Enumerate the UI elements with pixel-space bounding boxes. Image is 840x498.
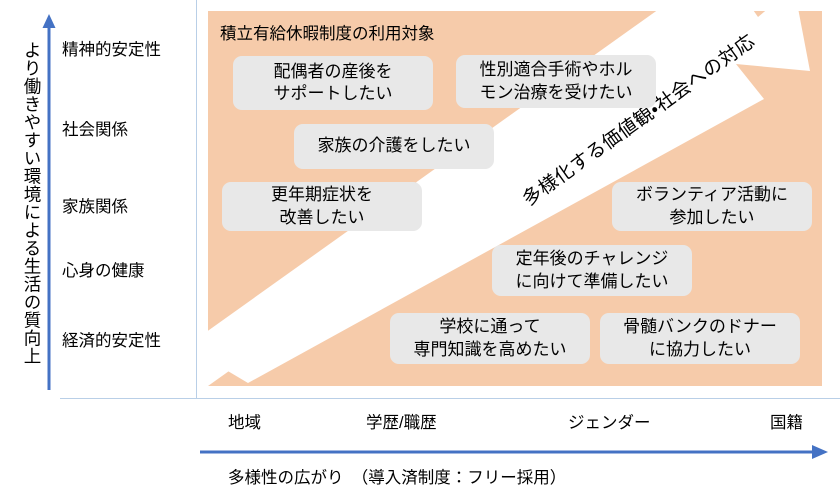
y-axis-caption: より働きやすい環境による生活の質向上 xyxy=(22,40,42,365)
item-box[interactable]: 性別適合手術やホル モン治療を受けたい xyxy=(456,55,656,108)
item-box[interactable]: 定年後のチャレンジ に向けて準備したい xyxy=(492,245,692,296)
y-axis-tick-3: 心身の健康 xyxy=(62,262,145,280)
item-box[interactable]: 配偶者の産後を サポートしたい xyxy=(233,56,433,110)
x-axis-tick-1: 学歴/職歴 xyxy=(366,414,437,432)
x-axis-arrow-icon xyxy=(200,445,828,459)
plot-left-divider xyxy=(196,0,197,398)
x-axis-caption: 多様性の広がり （導入済制度：フリー採用） xyxy=(228,469,567,487)
y-axis-tick-0: 精神的安定性 xyxy=(62,41,161,59)
x-axis-tick-2: ジェンダー xyxy=(568,414,651,432)
x-axis-tick-0: 地域 xyxy=(228,414,261,432)
item-box[interactable]: ボランティア活動に 参加したい xyxy=(612,182,812,231)
item-box[interactable]: 骨髄バンクのドナー に協力したい xyxy=(600,313,800,364)
plot-bottom-divider xyxy=(60,398,840,399)
item-box[interactable]: 家族の介護をしたい xyxy=(294,124,494,169)
x-axis-tick-3: 国籍 xyxy=(770,414,803,432)
y-axis-tick-4: 経済的安定性 xyxy=(62,332,161,350)
panel-title: 積立有給休暇制度の利用対象 xyxy=(220,25,435,43)
item-box[interactable]: 更年期症状を 改善したい xyxy=(222,182,422,231)
y-axis-arrow-icon xyxy=(42,14,56,390)
item-box[interactable]: 学校に通って 専門知識を高めたい xyxy=(390,313,590,364)
y-axis-tick-2: 家族関係 xyxy=(62,198,128,216)
y-axis-tick-1: 社会関係 xyxy=(62,121,128,139)
